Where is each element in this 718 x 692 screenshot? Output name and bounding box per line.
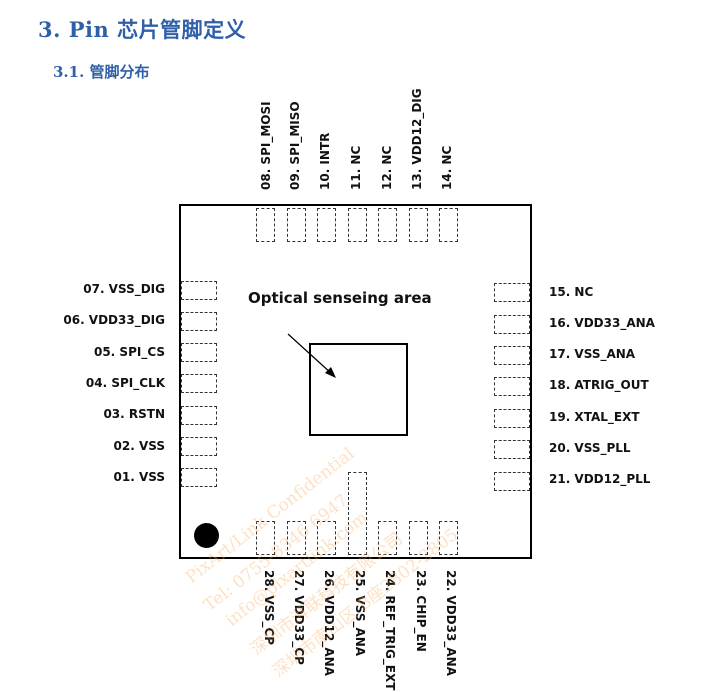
top-pad bbox=[256, 208, 275, 242]
left-pad bbox=[181, 406, 217, 425]
bottom-pin-label-23: 23. CHIP_EN bbox=[414, 570, 428, 652]
subsection-heading: 3.1. 管脚分布 bbox=[53, 63, 150, 81]
right-pin-label-19: 19. XTAL_EXT bbox=[549, 410, 640, 424]
bottom-pad bbox=[317, 521, 336, 555]
optical-area-label: Optical senseing area bbox=[248, 289, 432, 307]
bottom-pin-label-22: 22. VDD33_ANA bbox=[444, 570, 458, 676]
right-pin-label-15: 15. NC bbox=[549, 285, 594, 299]
right-pin-label-18: 18. ATRIG_OUT bbox=[549, 378, 649, 392]
right-pad bbox=[494, 440, 530, 459]
left-pad bbox=[181, 437, 217, 456]
top-pin-label-12: 12. NC bbox=[380, 145, 394, 190]
top-pad bbox=[409, 208, 428, 242]
left-pin-label-01: 01. VSS bbox=[113, 470, 165, 484]
top-pad bbox=[317, 208, 336, 242]
pin1-indicator-dot bbox=[194, 523, 219, 548]
left-pin-label-02: 02. VSS bbox=[113, 439, 165, 453]
left-pad bbox=[181, 343, 217, 362]
bottom-pad bbox=[287, 521, 306, 555]
right-pad bbox=[494, 283, 530, 302]
top-pad bbox=[439, 208, 458, 242]
right-pad bbox=[494, 346, 530, 365]
top-pin-label-14: 14. NC bbox=[440, 145, 454, 190]
right-pin-label-21: 21. VDD12_PLL bbox=[549, 472, 651, 486]
top-pin-label-11: 11. NC bbox=[349, 145, 363, 190]
top-pin-label-09: 09. SPI_MISO bbox=[288, 101, 302, 190]
left-pin-label-07: 07. VSS_DIG bbox=[83, 282, 165, 296]
top-pad bbox=[378, 208, 397, 242]
left-pin-label-05: 05. SPI_CS bbox=[93, 345, 165, 359]
right-pad bbox=[494, 472, 530, 491]
top-pad bbox=[348, 208, 367, 242]
left-pin-label-06: 06. VDD33_DIG bbox=[63, 313, 165, 327]
chip-package-outline bbox=[179, 204, 532, 559]
top-pad bbox=[287, 208, 306, 242]
bottom-pad bbox=[409, 521, 428, 555]
right-pad bbox=[494, 409, 530, 428]
section-heading: 3. Pin 芯片管脚定义 bbox=[38, 17, 247, 42]
top-pin-label-10: 10. INTR bbox=[318, 132, 332, 190]
top-pin-label-13: 13. VDD12_DIG bbox=[410, 88, 424, 190]
left-pad bbox=[181, 468, 217, 487]
right-pad bbox=[494, 377, 530, 396]
top-pin-label-08: 08. SPI_MOSI bbox=[259, 101, 273, 190]
left-pad bbox=[181, 281, 217, 300]
right-pin-label-16: 16. VDD33_ANA bbox=[549, 316, 655, 330]
bottom-pad bbox=[439, 521, 458, 555]
left-pad bbox=[181, 312, 217, 331]
left-pin-label-04: 04. SPI_CLK bbox=[85, 376, 165, 390]
right-pin-label-17: 17. VSS_ANA bbox=[549, 347, 636, 361]
bottom-pad bbox=[256, 521, 275, 555]
left-pin-label-03: 03. RSTN bbox=[103, 407, 165, 421]
bottom-pad-exposed bbox=[348, 472, 367, 555]
right-pin-label-20: 20. VSS_PLL bbox=[549, 441, 631, 455]
left-pad bbox=[181, 374, 217, 393]
right-pad bbox=[494, 315, 530, 334]
pointer-arrow bbox=[287, 333, 336, 378]
bottom-pad bbox=[378, 521, 397, 555]
optical-sensing-area bbox=[309, 343, 408, 436]
